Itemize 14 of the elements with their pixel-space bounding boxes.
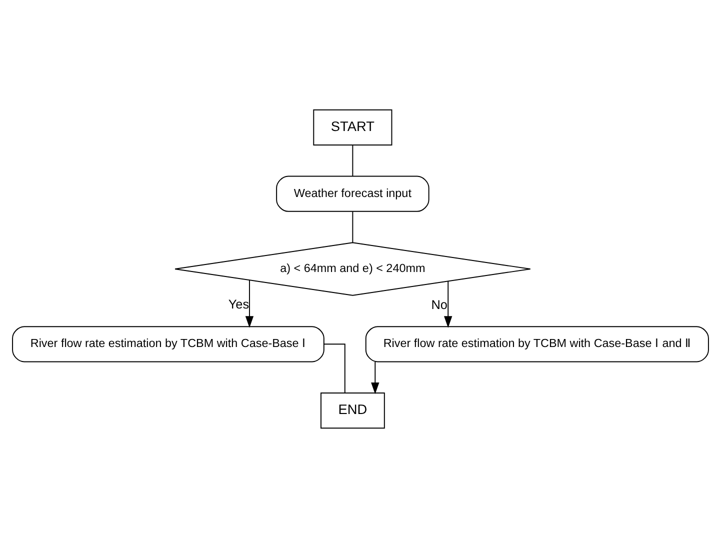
node-diamond: a) < 64mm and e) < 240mm bbox=[174, 242, 531, 296]
connector bbox=[323, 344, 346, 394]
connector bbox=[352, 211, 354, 243]
node-box: River flow rate estimation by TCBM with Case-Base Ⅰ and Ⅱ bbox=[365, 326, 709, 362]
node-box: START bbox=[313, 109, 392, 146]
edge-label: No bbox=[431, 298, 448, 312]
arrow bbox=[245, 280, 254, 328]
arrow bbox=[371, 361, 380, 394]
node-box: Weather forecast input bbox=[276, 176, 430, 212]
connector bbox=[352, 144, 354, 176]
arrow bbox=[444, 280, 452, 328]
node-box: END bbox=[320, 392, 385, 429]
edge-label: Yes bbox=[228, 297, 250, 312]
node-box: River flow rate estimation by TCBM with Case-Base Ⅰ bbox=[12, 326, 324, 362]
